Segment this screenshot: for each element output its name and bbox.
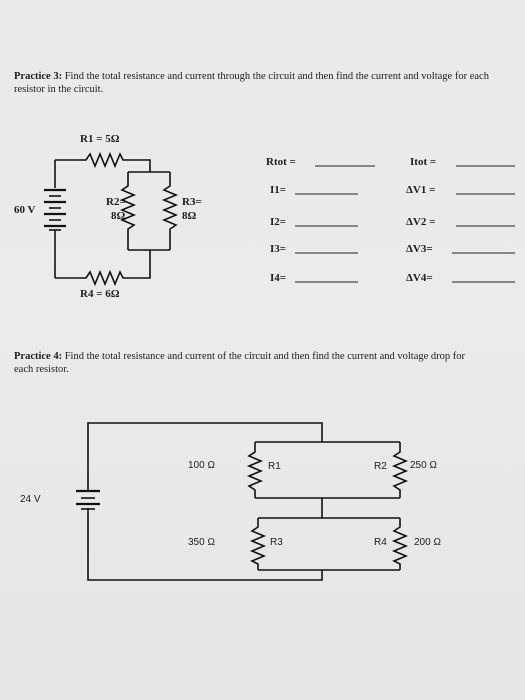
practice-4-heading: Practice 4: bbox=[14, 351, 63, 362]
practice-3-heading: Practice 3: bbox=[14, 71, 63, 82]
r1-resistor-wire bbox=[54, 151, 151, 188]
answer-dv1: ΔV1 = bbox=[406, 184, 436, 196]
r4-label: R4 = 6Ω bbox=[80, 288, 120, 300]
battery-60v-symbol bbox=[44, 188, 66, 231]
practice-4-text: Find the total resistance and current of… bbox=[14, 351, 466, 375]
r2-resistor-250 bbox=[391, 442, 409, 498]
answer-i4: I4= bbox=[270, 272, 287, 284]
r1-label: R1 = 5Ω bbox=[80, 133, 120, 145]
r2-name-label: R2 bbox=[374, 461, 387, 472]
answer-i2: I2= bbox=[270, 216, 287, 228]
r3-value: 8Ω bbox=[182, 210, 197, 222]
outer-bottom-wire bbox=[87, 508, 323, 581]
r3-resistor bbox=[161, 172, 179, 250]
r1-name-label: R1 bbox=[268, 461, 281, 472]
source-60v-label: 60 V bbox=[14, 204, 36, 216]
practice-3-text: Find the total resistance and current th… bbox=[14, 71, 489, 95]
r2-label: R2= bbox=[106, 196, 126, 208]
r3-resistor-350 bbox=[249, 518, 267, 570]
r4-resistor-200 bbox=[391, 518, 409, 570]
r1-resistor-100 bbox=[246, 442, 264, 498]
answer-i3: I3= bbox=[270, 243, 287, 255]
r4-name-label: R4 bbox=[374, 537, 387, 548]
source-24v-label: 24 V bbox=[20, 494, 41, 505]
answer-dv2: ΔV2 = bbox=[406, 216, 436, 228]
r3-label: R3= bbox=[182, 196, 202, 208]
r2-resistor bbox=[119, 172, 137, 250]
practice-4-instructions: Practice 4: Find the total resistance an… bbox=[14, 350, 484, 376]
r4-value-label: 200 Ω bbox=[414, 537, 441, 548]
r1-value-label: 100 Ω bbox=[188, 460, 215, 471]
answer-i1: I1= bbox=[270, 184, 287, 196]
answer-dv3: ΔV3= bbox=[406, 243, 433, 255]
battery-24v-symbol bbox=[76, 489, 100, 510]
practice-3-instructions: Practice 3: Find the total resistance an… bbox=[14, 70, 504, 96]
answer-rtot: Rtot = bbox=[266, 156, 296, 168]
r3-value-label: 350 Ω bbox=[188, 537, 215, 548]
answer-itot: Itot = bbox=[410, 156, 437, 168]
r3-name-label: R3 bbox=[270, 537, 283, 548]
outer-top-wire bbox=[87, 422, 323, 490]
r4-resistor-wire bbox=[55, 250, 151, 287]
answer-dv4: ΔV4= bbox=[406, 272, 433, 284]
r2-value: 8Ω bbox=[111, 210, 126, 222]
r2-value-label: 250 Ω bbox=[410, 460, 437, 471]
